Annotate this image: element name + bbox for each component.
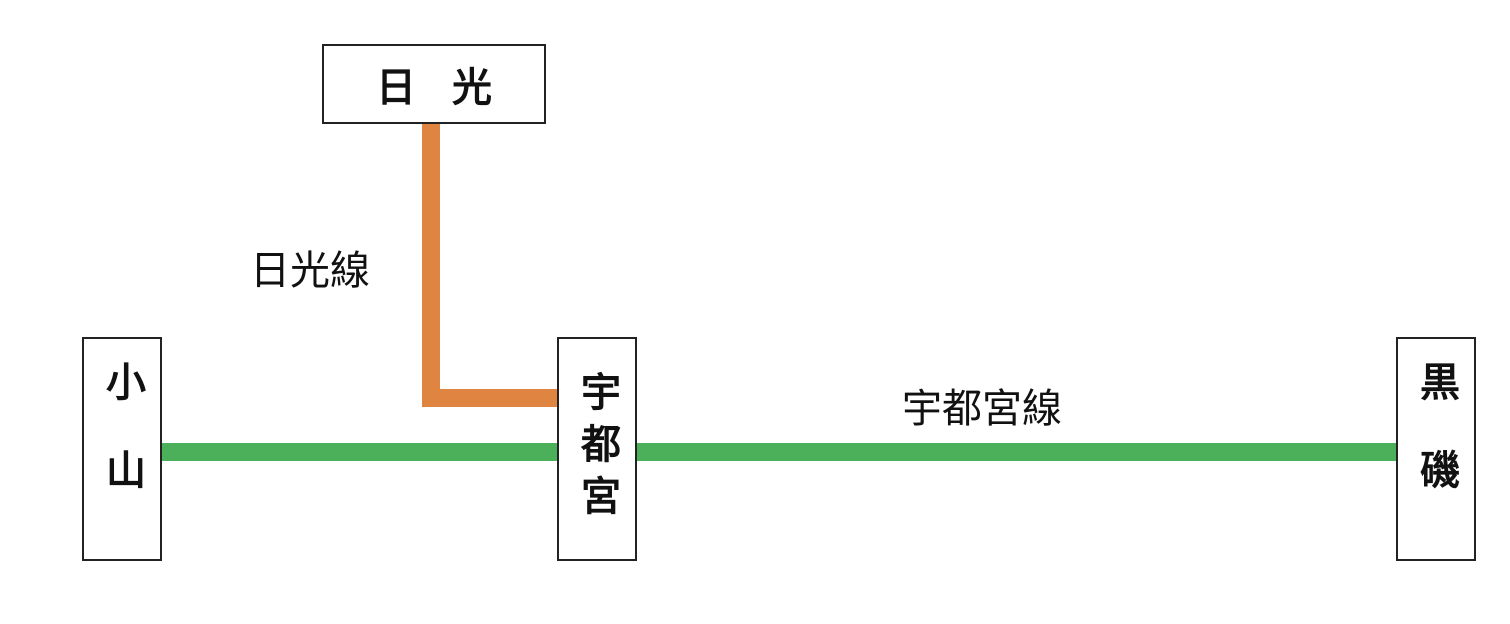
station-nikko: 日光 — [322, 44, 546, 124]
station-kuroiso-label: 黒磯 — [1413, 361, 1459, 537]
nikko-line-label: 日光線 — [250, 248, 370, 294]
station-utsunomiya: 宇都宮 — [557, 337, 637, 561]
station-oyama: 小山 — [82, 337, 162, 561]
utsunomiya-line-label: 宇都宮線 — [902, 386, 1062, 432]
station-utsunomiya-label: 宇都宮 — [574, 371, 620, 527]
station-nikko-label: 日光 — [376, 65, 528, 111]
station-oyama-label: 小山 — [99, 361, 145, 537]
nikko-line-segment — [422, 124, 557, 407]
station-kuroiso: 黒磯 — [1396, 337, 1476, 561]
